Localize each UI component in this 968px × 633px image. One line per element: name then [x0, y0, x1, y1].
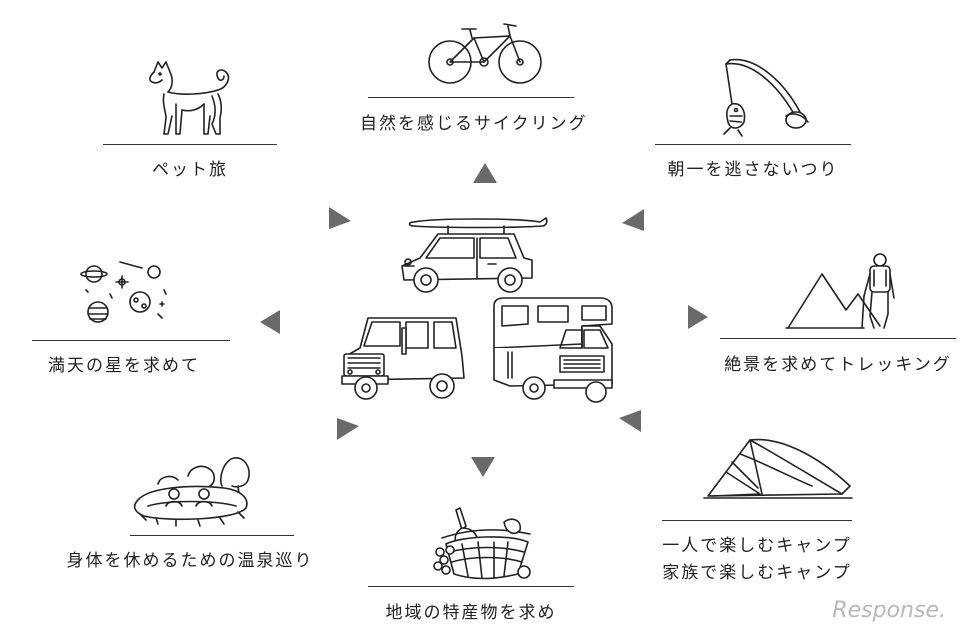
- food-rule: [368, 586, 574, 587]
- fishing-icon: [723, 58, 809, 137]
- mini-car-surfboard-icon: [401, 217, 548, 293]
- hiker-mountain-icon: [785, 253, 895, 329]
- arrow-right: [688, 305, 708, 329]
- arrow-down: [471, 457, 495, 477]
- arrow-down-left: [337, 418, 359, 440]
- suv-icon: [341, 317, 465, 400]
- camping-rule: [662, 520, 852, 521]
- arrow-up-left: [329, 207, 351, 229]
- camping-solo-label: 一人で楽しむキャンプ: [662, 536, 852, 556]
- pet-label: ペット旅: [152, 160, 228, 180]
- food-basket-icon: [433, 507, 531, 580]
- fishing-rule: [655, 144, 851, 145]
- fishing-label: 朝一を逃さないつり: [667, 160, 839, 180]
- arrow-left: [260, 310, 280, 334]
- stars-label: 満天の星を求めて: [48, 356, 200, 376]
- trekking-rule: [720, 338, 956, 339]
- onsen-icon: [133, 457, 250, 527]
- onsen-rule: [130, 535, 294, 536]
- arrow-down-right: [619, 410, 641, 432]
- response-watermark: Response.: [832, 598, 946, 623]
- stars-rule: [32, 340, 230, 341]
- trekking-label: 絶景を求めてトレッキング: [724, 355, 952, 375]
- planets-stars-icon: [80, 261, 167, 323]
- cycling-label: 自然を感じるサイクリング: [360, 114, 588, 134]
- arrow-up-right: [622, 209, 644, 231]
- arrow-up: [473, 163, 497, 183]
- camper-van-icon: [493, 297, 613, 403]
- bicycle-icon: [428, 23, 542, 84]
- tent-icon: [703, 438, 853, 499]
- pet-rule: [103, 144, 277, 145]
- camping-family-label: 家族で楽しむキャンプ: [662, 563, 852, 583]
- dog-icon: [149, 61, 230, 135]
- onsen-label: 身体を休めるための温泉巡り: [66, 551, 314, 571]
- food-label: 地域の特産物を求め: [385, 603, 557, 623]
- cycling-rule: [368, 97, 574, 98]
